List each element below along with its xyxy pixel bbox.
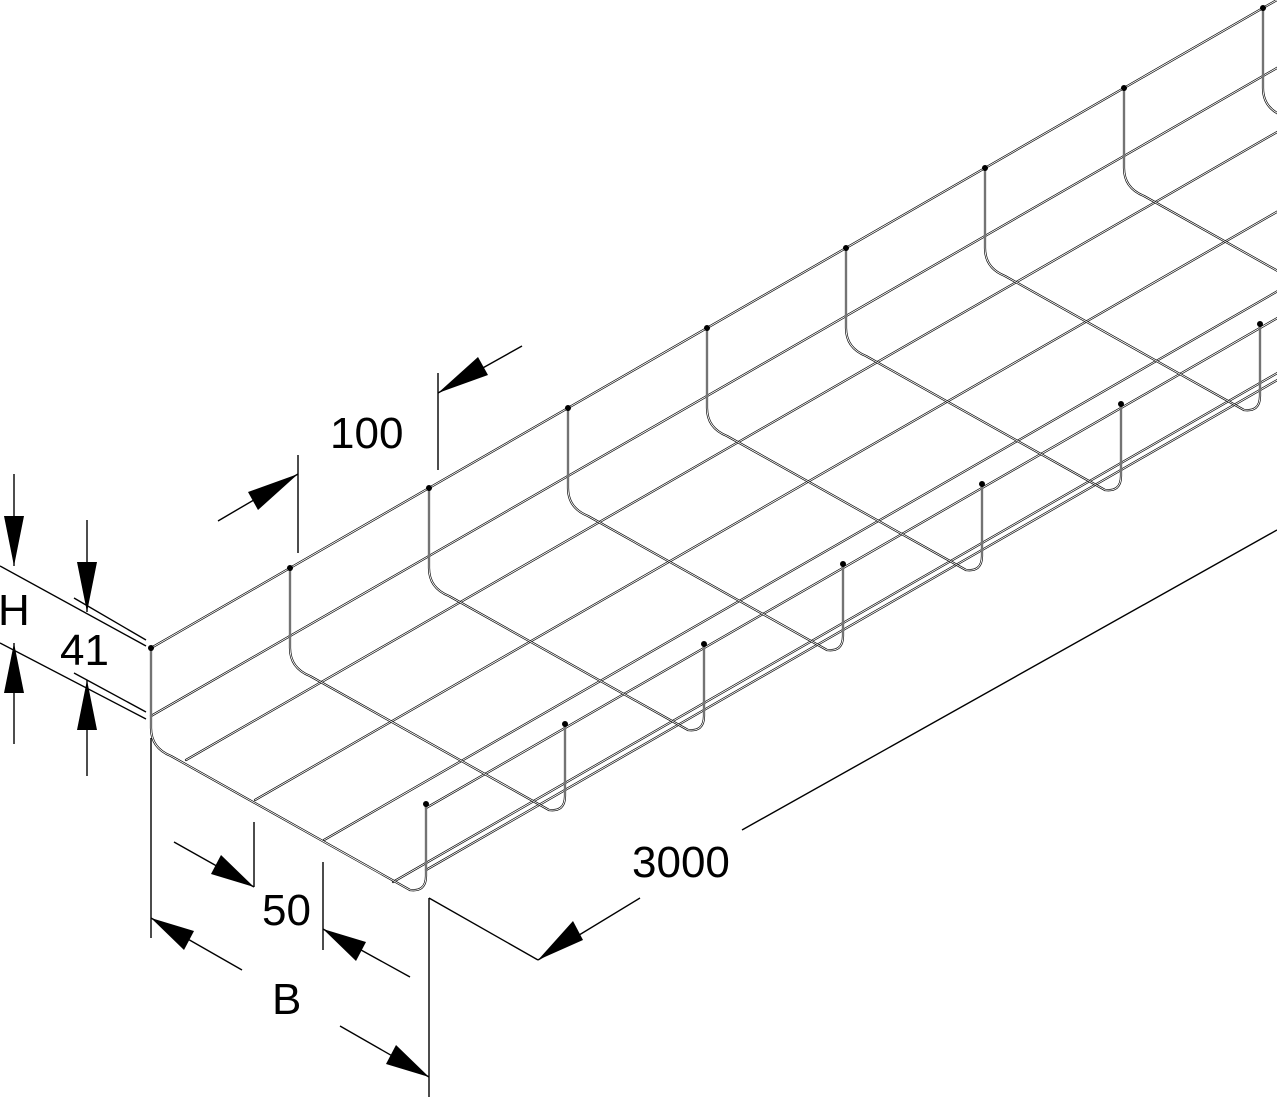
cross-wire xyxy=(149,646,428,892)
cross-wire-highlight xyxy=(1262,7,1277,114)
left-mid-rail-highlight xyxy=(150,67,1277,717)
wire-end xyxy=(1260,5,1266,11)
cross-wire xyxy=(1122,86,1277,272)
length-label: 3000 xyxy=(632,838,730,887)
wire-end xyxy=(843,245,849,251)
wire-end xyxy=(565,405,571,411)
bottom-wire-1-highlight xyxy=(185,131,1277,761)
left-mid-rail xyxy=(149,66,1277,718)
cross-wire-highlight xyxy=(1123,87,1277,272)
cross-wire-highlight xyxy=(428,487,705,731)
wire-end xyxy=(1118,401,1124,407)
wire-end xyxy=(1257,321,1263,327)
mesh-width-label: 50 xyxy=(262,886,311,935)
mesh-width-dimension: 50 xyxy=(173,822,411,978)
cross-wire xyxy=(983,166,1262,412)
bottom-wire-2 xyxy=(253,210,1277,802)
wire-end xyxy=(979,481,985,487)
left-top-rail-highlight xyxy=(150,0,1277,649)
cross-wire xyxy=(566,406,845,652)
pitch-dimension: 100 xyxy=(217,345,523,553)
cross-wire-highlight xyxy=(150,647,427,891)
cross-wire-highlight xyxy=(289,567,566,811)
cross-wire-highlight xyxy=(984,167,1261,411)
wire-end xyxy=(701,641,707,647)
wire-mesh-tray xyxy=(148,0,1277,892)
height-dimension-outer: H xyxy=(0,474,147,744)
wire-end xyxy=(982,165,988,171)
wire-end xyxy=(423,801,429,807)
bottom-wire-3 xyxy=(322,290,1277,842)
width-symbol-label: B xyxy=(272,975,301,1024)
length-dimension: 3000 xyxy=(428,529,1277,961)
pitch-label: 100 xyxy=(330,409,403,458)
bottom-wire-4 xyxy=(391,371,1277,884)
wire-end xyxy=(562,721,568,727)
cross-wire-highlight xyxy=(706,327,983,571)
wire-end xyxy=(704,325,710,331)
wire-end xyxy=(287,565,293,571)
cross-wire xyxy=(288,566,567,812)
bottom-wire-2-highlight xyxy=(254,211,1277,801)
bottom-wire-3-highlight xyxy=(323,290,1277,841)
cross-wire xyxy=(427,486,706,732)
wire-end xyxy=(426,485,432,491)
right-mid-rail xyxy=(424,378,1277,872)
height-value-label: 41 xyxy=(60,626,109,675)
width-dimension: B xyxy=(150,738,430,1097)
height-dimension-inner: 41 xyxy=(60,520,147,776)
bottom-wire-1 xyxy=(184,130,1277,762)
height-symbol-label: H xyxy=(0,586,30,635)
dimension-annotations: 100 H 41 3000 xyxy=(0,345,1277,1097)
cross-wire-highlight xyxy=(845,247,1122,491)
wire-end xyxy=(148,645,154,651)
right-mid-rail-highlight xyxy=(425,379,1277,871)
cross-wire xyxy=(705,326,984,572)
cross-wire xyxy=(844,246,1123,492)
wire-end xyxy=(840,561,846,567)
wire-end xyxy=(1121,85,1127,91)
right-top-rail-highlight xyxy=(425,317,1277,809)
cross-wires xyxy=(148,5,1277,892)
longitudinal-wires xyxy=(149,0,1277,884)
right-top-rail xyxy=(424,316,1277,810)
cross-wire-highlight xyxy=(567,407,844,651)
bottom-wire-4-highlight xyxy=(392,372,1277,883)
